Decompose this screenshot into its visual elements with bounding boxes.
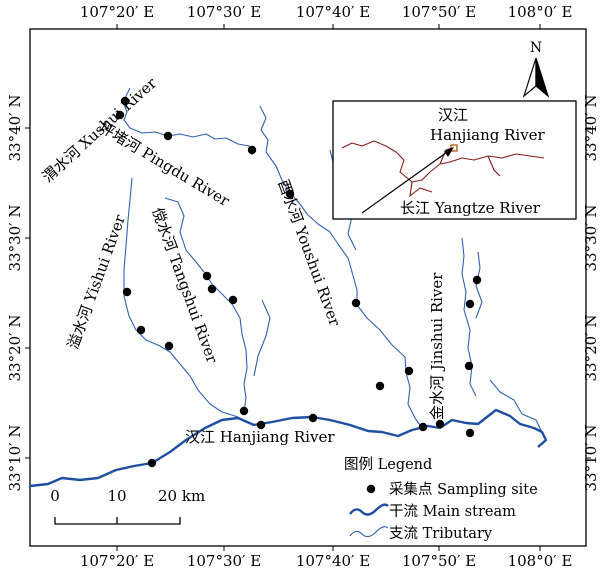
legend-tributary-label: 支流 Tributary <box>389 525 493 542</box>
label-pingdu-river: 坪堵河 Pingdu River <box>96 118 233 210</box>
legend-main-stream-label: 干流 Main stream <box>389 503 516 520</box>
legend-sampling-symbol <box>366 484 376 494</box>
sampling-sites <box>115 96 482 468</box>
jinshui-tributary <box>461 237 477 397</box>
north-arrow-left-half <box>522 57 537 98</box>
sampling-site <box>136 325 146 335</box>
sampling-site <box>163 131 173 141</box>
eastern-tributary <box>489 379 545 437</box>
sampling-site <box>256 420 266 430</box>
lat-tick-right-1: 33°40′ N <box>582 95 600 162</box>
label-yishui-river: 溢水河 Yishui River <box>64 212 130 352</box>
sampling-site <box>207 284 217 294</box>
tangshui-tributary <box>164 197 248 413</box>
tangshui-side-branch <box>253 299 271 377</box>
lon-labels-top: 107°20′ E 107°30′ E 107°40′ E 107°50′ E … <box>80 3 573 21</box>
lat-tick-right-4: 33°10′ N <box>582 425 600 492</box>
north-arrow: N <box>522 40 550 98</box>
lon-tick-bottom-4: 107°50′ E <box>402 552 476 570</box>
lat-labels-right: 33°40′ N 33°30′ N 33°20′ N 33°10′ N <box>582 95 600 492</box>
sampling-site <box>120 96 130 106</box>
north-label: N <box>530 40 542 56</box>
scale-label-10: 10 <box>107 487 126 505</box>
sampling-site <box>308 413 318 423</box>
inset-river-network <box>341 140 545 183</box>
inset-pointer-arrow <box>361 149 451 214</box>
sampling-site <box>164 341 174 351</box>
legend-sampling-label: 采集点 Sampling site <box>389 481 538 498</box>
inset-pointer-arrowhead <box>444 147 454 157</box>
lon-tick-bottom-1: 107°20′ E <box>80 552 154 570</box>
inset-study-area-box <box>450 144 458 152</box>
lat-tick-left-1: 33°40′ N <box>6 95 24 162</box>
lon-tick-bottom-3: 107°40′ E <box>296 552 370 570</box>
label-jinshui-river: 金水河 Jinshui River <box>428 272 446 420</box>
lon-tick-top-5: 108°0′ E <box>508 3 573 21</box>
yishui-tributary <box>123 177 239 418</box>
scale-bar: 0 10 20 km <box>50 487 205 525</box>
lon-tick-top-4: 107°50′ E <box>402 3 476 21</box>
legend-title: 图例 Legend <box>344 456 432 473</box>
sampling-site <box>375 381 385 391</box>
map-frame <box>29 28 587 547</box>
sampling-site <box>247 145 257 155</box>
jinshui-side-branch <box>475 251 483 319</box>
lat-tick-left-3: 33°20′ N <box>6 315 24 382</box>
lat-tick-left-4: 33°10′ N <box>6 425 24 492</box>
scale-label-0: 0 <box>50 487 60 505</box>
north-arrow-right-half <box>535 57 550 98</box>
sampling-site <box>202 271 212 281</box>
scale-label-20km: 20 km <box>158 487 205 505</box>
sampling-site <box>472 275 482 285</box>
sampling-site <box>115 110 125 120</box>
sampling-site <box>435 419 445 429</box>
sampling-site <box>228 295 238 305</box>
lon-labels-bottom: 107°20′ E 107°30′ E 107°40′ E 107°50′ E … <box>80 552 573 570</box>
sampling-site <box>147 458 157 468</box>
inset-label-yangtze: 长江 Yangtze River <box>400 199 541 217</box>
inset-label-hanjiang-en: Hanjiang River <box>430 126 546 144</box>
lon-tick-bottom-5: 108°0′ E <box>508 552 573 570</box>
legend: 图例 Legend 采集点 Sampling site 干流 Main stre… <box>344 456 538 542</box>
lat-labels-left: 33°40′ N 33°30′ N 33°20′ N 33°10′ N <box>6 95 24 492</box>
lat-tick-right-2: 33°30′ N <box>582 205 600 272</box>
sampling-site <box>464 361 474 371</box>
lon-tick-bottom-2: 107°30′ E <box>187 552 261 570</box>
sampling-site <box>285 189 295 199</box>
lat-tick-left-2: 33°30′ N <box>6 205 24 272</box>
sampling-site <box>404 366 414 376</box>
legend-tributary-symbol <box>349 526 389 538</box>
sampling-site <box>351 298 361 308</box>
legend-main-stream-symbol <box>349 503 389 516</box>
lat-tick-right-3: 33°20′ N <box>582 315 600 382</box>
lon-tick-top-2: 107°30′ E <box>187 3 261 21</box>
sampling-site <box>465 428 475 438</box>
label-hanjiang-river: 汉江 Hanjiang River <box>185 428 335 446</box>
sampling-site <box>239 406 249 416</box>
hanjiang-main-stream <box>29 408 548 488</box>
sampling-site <box>418 422 428 432</box>
lon-tick-top-3: 107°40′ E <box>296 3 370 21</box>
tick-marks <box>25 24 591 551</box>
inset-label-hanjiang-cn: 汉江 <box>438 106 468 124</box>
sampling-site <box>122 287 132 297</box>
sampling-site <box>465 299 475 309</box>
inset-map: 汉江 Hanjiang River 长江 Yangtze River <box>332 100 577 220</box>
lon-tick-top-1: 107°20′ E <box>80 3 154 21</box>
